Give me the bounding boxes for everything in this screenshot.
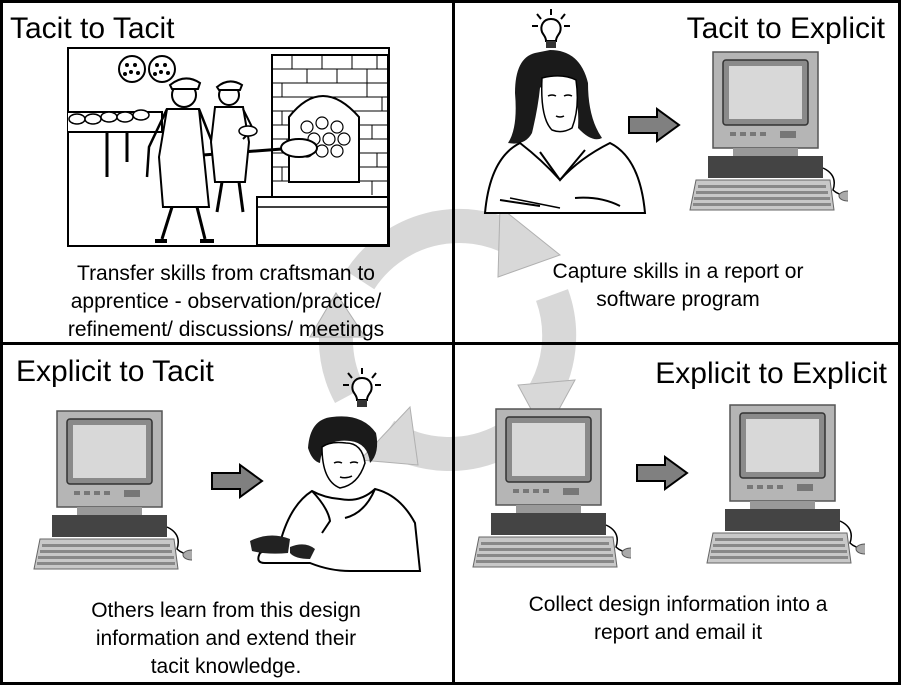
computer-icon — [689, 51, 848, 211]
caption-line: information and extend their — [95, 627, 357, 650]
quadrant-explicit-to-explicit: Explicit to Explicit — [455, 345, 901, 685]
quadrant-tacit-to-tacit: Tacit to Tacit — [0, 0, 452, 342]
quadrant-title: Explicit to Explicit — [655, 357, 887, 390]
caption-line: tacit knowledge. — [150, 655, 302, 678]
quadrant-caption: Transfer skills from craftsman to appren… — [26, 260, 426, 344]
caption-line: Collect design information into a — [528, 593, 828, 616]
lightbulb-icon — [532, 9, 570, 48]
right-arrow-icon — [628, 107, 681, 143]
right-arrow-icon — [211, 463, 264, 499]
quadrant-caption: Others learn from this design informatio… — [26, 597, 426, 681]
caption-line: Transfer skills from craftsman to — [77, 262, 375, 285]
caption-line: report and email it — [593, 621, 763, 644]
quadrant-caption: Collect design information into a report… — [475, 591, 881, 647]
caption-line: software program — [596, 288, 760, 311]
craftsman-illustration — [67, 47, 390, 247]
caption-line: refinement/ discussions/ meetings — [67, 318, 385, 341]
person-illustration — [250, 416, 422, 572]
quadrant-title: Tacit to Explicit — [686, 12, 885, 45]
person-illustration — [483, 50, 647, 214]
computer-icon — [472, 408, 631, 568]
vertical-divider — [452, 0, 455, 685]
caption-line: Others learn from this design — [91, 599, 361, 622]
caption-line: Capture skills in a report or — [552, 260, 804, 283]
right-arrow-icon — [636, 455, 689, 491]
computer-icon — [33, 410, 192, 570]
quadrant-explicit-to-tacit: Explicit to Tacit — [0, 345, 452, 685]
caption-line: apprentice - observation/practice/ — [70, 290, 382, 313]
quadrant-title: Tacit to Tacit — [10, 12, 175, 45]
cycle-arrow-icon — [309, 205, 577, 471]
quadrant-tacit-to-explicit: Tacit to Explicit — [455, 0, 901, 342]
computer-icon — [706, 404, 865, 564]
horizontal-divider — [0, 342, 901, 345]
quadrant-title: Explicit to Tacit — [16, 355, 214, 388]
lightbulb-icon — [343, 368, 381, 407]
quadrant-caption: Capture skills in a report or software p… — [475, 258, 881, 314]
